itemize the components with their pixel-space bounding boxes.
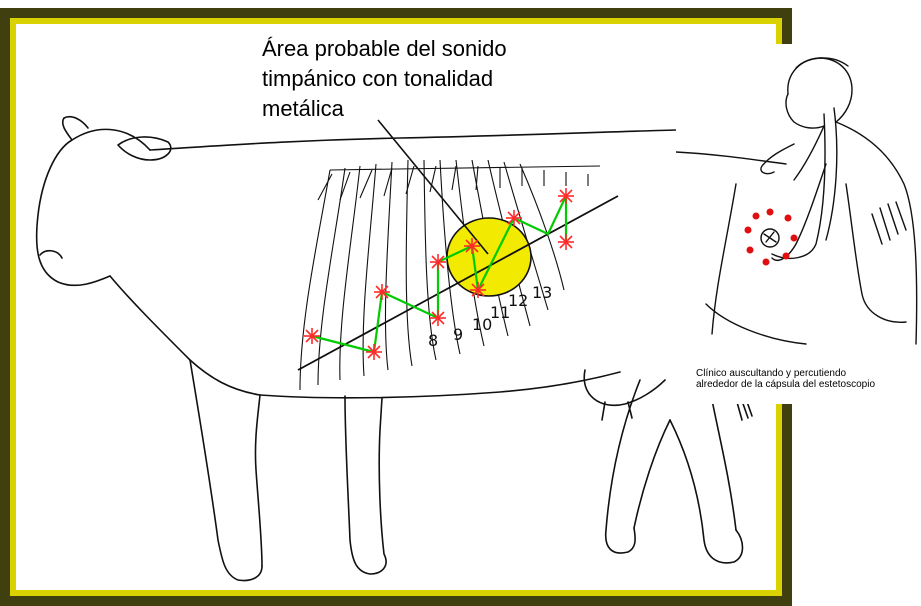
- heading-line: timpánico con tonalidad: [262, 66, 494, 91]
- percussion-path: [311, 194, 568, 354]
- rib-number: 12: [508, 291, 528, 310]
- star-marker: [366, 344, 382, 360]
- cow-outline: [35, 115, 753, 582]
- figure-canvas: [16, 24, 776, 590]
- reference-line: [297, 195, 619, 371]
- rib-number: 10: [472, 315, 492, 334]
- rib-number: 11: [490, 303, 510, 322]
- star-marker: [558, 234, 574, 250]
- percussion-dots: [744, 208, 798, 266]
- percussion-points: [304, 188, 574, 360]
- star-marker: [430, 310, 446, 326]
- inset-caption: Clínico auscultando y percutiendo alrede…: [696, 368, 921, 390]
- rib-number: 8: [428, 331, 438, 350]
- leader-line: [377, 119, 489, 255]
- heading-line: metálica: [262, 96, 344, 121]
- star-marker: [464, 238, 480, 254]
- star-marker: [304, 328, 320, 344]
- rib-number: 13: [532, 283, 552, 302]
- star-marker: [506, 210, 522, 226]
- clinician-illustration: [675, 57, 918, 345]
- rib-number: 9: [453, 325, 463, 344]
- caption-line: Clínico auscultando y percutiendo: [696, 368, 847, 379]
- star-marker: [470, 282, 486, 298]
- star-marker: [430, 254, 446, 270]
- star-marker: [374, 284, 390, 300]
- heading-line: Área probable del sonido: [262, 36, 507, 61]
- rib-number-labels: 8 9 10 11 12 13: [428, 283, 552, 350]
- clinician-inset: [675, 44, 921, 404]
- tympanic-area-highlight: [446, 217, 532, 297]
- ribcage: [299, 159, 601, 391]
- star-marker: [558, 188, 574, 204]
- caption-line: alrededor de la cápsula del estetoscopio: [696, 379, 876, 390]
- tympanic-area-label: Área probable del sonido timpánico con t…: [262, 34, 592, 124]
